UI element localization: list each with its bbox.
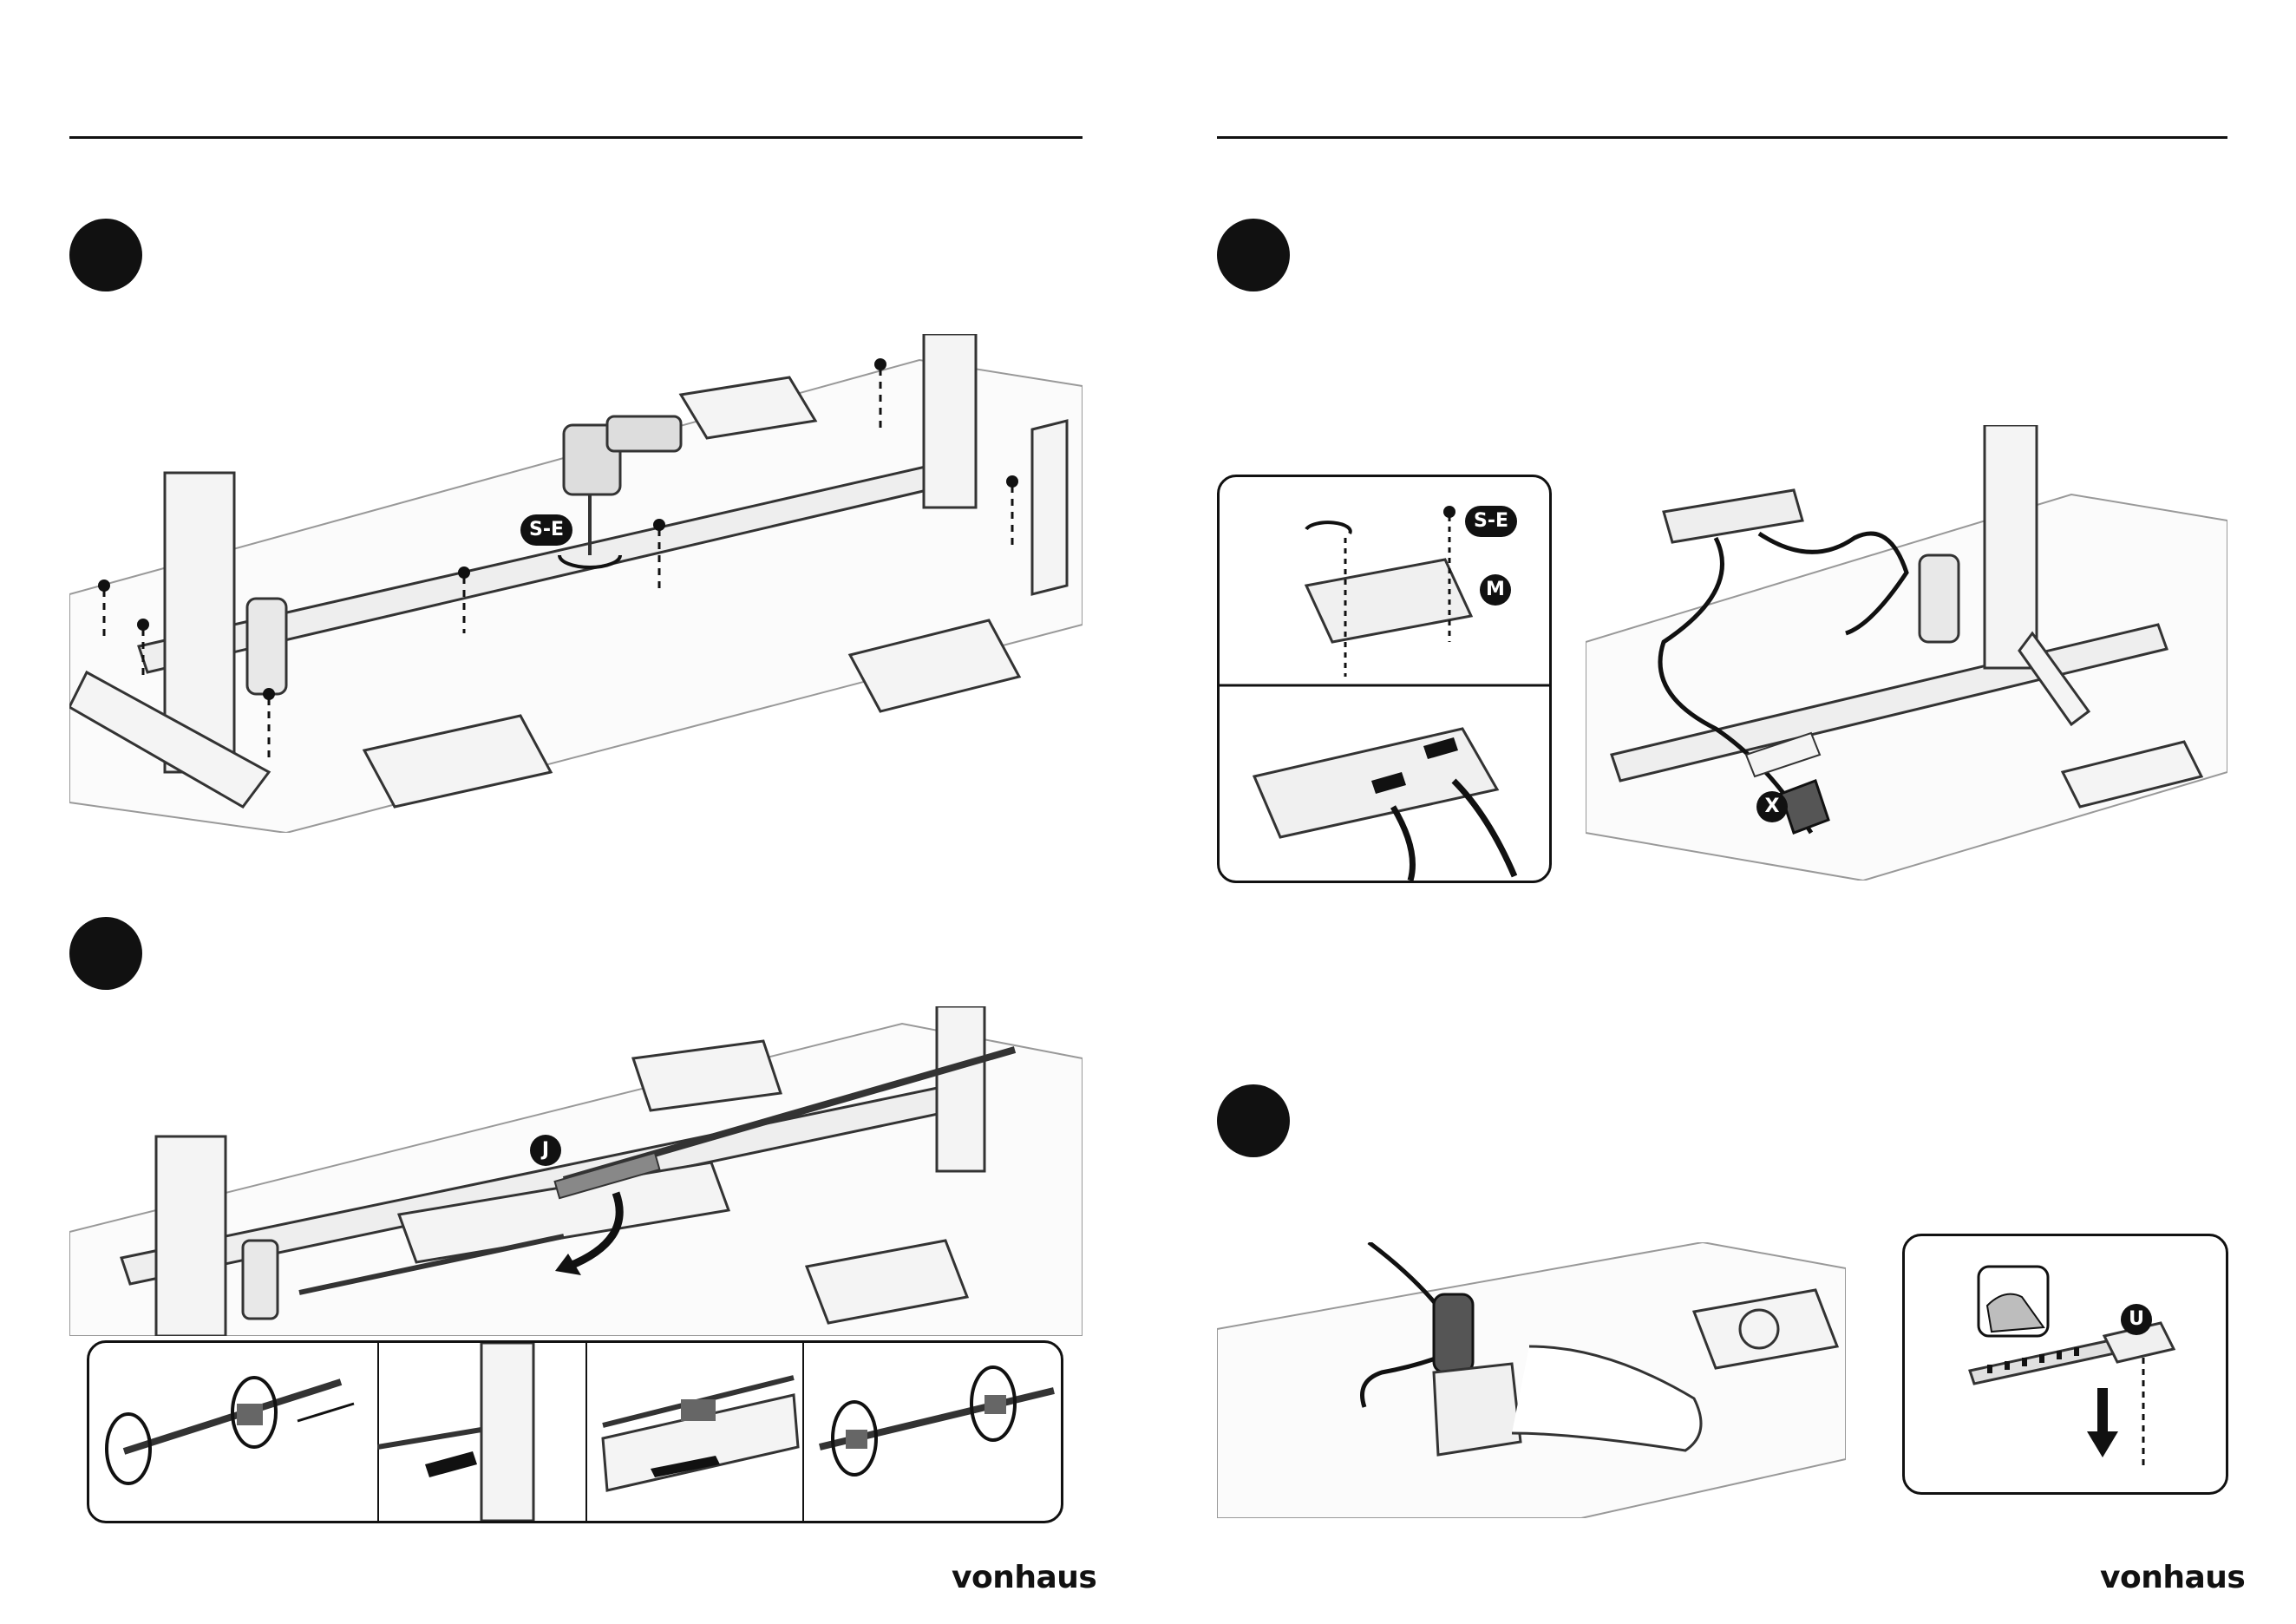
spindle-substep-tighten bbox=[802, 1343, 1061, 1521]
right-page: S-E M X bbox=[1148, 0, 2296, 1624]
cable-clip-detail-drawing bbox=[1905, 1236, 2226, 1492]
step-marker bbox=[1217, 219, 1290, 291]
slide-drawing bbox=[585, 1343, 802, 1521]
brand-wordmark: vonhaus bbox=[952, 1560, 1096, 1595]
header-rule bbox=[69, 136, 1083, 139]
cable-clip-drawing bbox=[1217, 1242, 1846, 1518]
power-adapter-callout: X bbox=[1756, 791, 1788, 822]
spindle-substep-slide bbox=[585, 1343, 804, 1521]
insert-drawing bbox=[377, 1343, 585, 1521]
screw-set-callout: S-E bbox=[520, 514, 572, 546]
spindle-callout: J bbox=[530, 1135, 561, 1166]
cable-clip-callout: U bbox=[2121, 1304, 2152, 1335]
frame-assembly-illustration: S-E bbox=[69, 334, 1083, 833]
control-box-callout: M bbox=[1480, 574, 1511, 606]
spindle-drawing bbox=[69, 1006, 1083, 1336]
control-box-installation-drawing bbox=[1586, 425, 2227, 881]
control-box-installation-illustration: X bbox=[1586, 425, 2227, 881]
control-box-detail-drawing bbox=[1220, 477, 1549, 881]
header-rule bbox=[1217, 136, 2227, 139]
step-marker bbox=[69, 917, 142, 990]
spindle-illustration: J bbox=[69, 1006, 1083, 1336]
step-marker bbox=[69, 219, 142, 291]
loosen-drawing bbox=[89, 1343, 377, 1521]
spindle-substep-loosen bbox=[89, 1343, 379, 1521]
spindle-steps-panel bbox=[87, 1340, 1063, 1523]
frame-assembly-drawing bbox=[69, 334, 1083, 833]
control-box-detail: S-E M bbox=[1217, 475, 1552, 883]
step-marker bbox=[1217, 1084, 1290, 1157]
tighten-drawing bbox=[802, 1343, 1061, 1521]
cable-clip-detail: U bbox=[1902, 1234, 2228, 1495]
cable-clip-illustration bbox=[1217, 1242, 1846, 1518]
screw-set-callout: S-E bbox=[1465, 506, 1517, 537]
left-page: S-E J bbox=[0, 0, 1148, 1624]
brand-wordmark: vonhaus bbox=[2100, 1560, 2245, 1595]
spindle-substep-insert bbox=[377, 1343, 587, 1521]
